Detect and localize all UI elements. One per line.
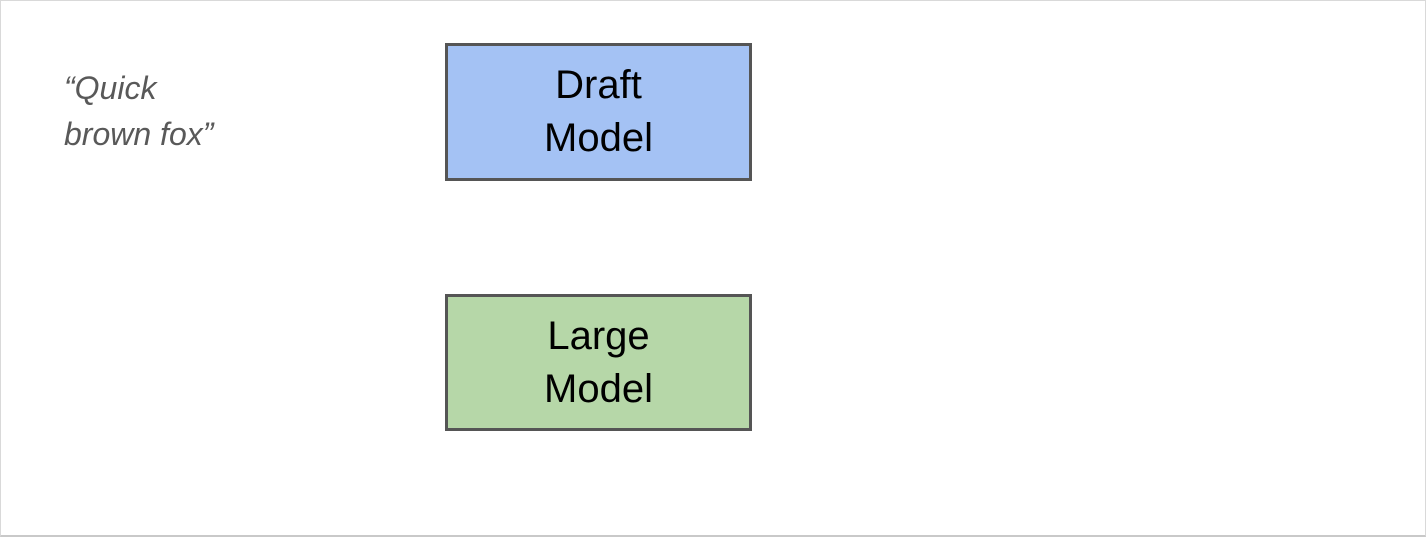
draft-model-label-line-1: Draft [555, 63, 642, 107]
input-text-line-1: “Quick [64, 70, 157, 106]
large-model-node: Large Model [445, 294, 752, 431]
input-text-line-2: brown fox” [64, 116, 214, 152]
draft-model-label-line-2: Model [544, 116, 653, 160]
large-model-label-line-1: Large [547, 313, 650, 358]
input-text-label: “Quick brown fox” [64, 65, 213, 157]
draft-model-node: Draft Model [445, 43, 752, 181]
large-model-label-line-2: Model [544, 366, 653, 411]
